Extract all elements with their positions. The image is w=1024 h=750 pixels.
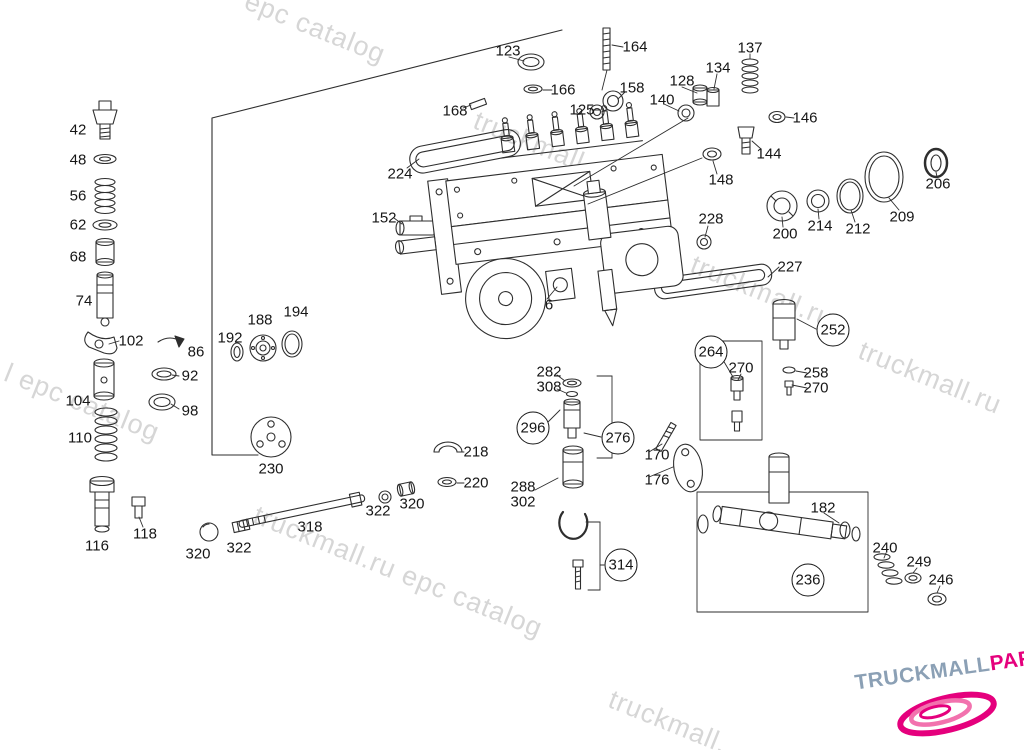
- part-washer-148: [702, 147, 722, 161]
- part-screw-314: [572, 559, 584, 590]
- part-sleeve-68: [95, 237, 115, 267]
- part-washer-48: [93, 153, 117, 165]
- part-ring-125: [589, 104, 605, 120]
- logo-swirl: [897, 691, 997, 737]
- part-bolt-144: [737, 126, 755, 155]
- part-seal-206: [923, 147, 949, 179]
- part-gasket-176: [673, 443, 703, 493]
- part-ring-249: [904, 572, 922, 584]
- part-fitting-128: [692, 84, 708, 106]
- part-arrow-86: [157, 335, 185, 348]
- part-fitting-270b: [784, 380, 794, 396]
- part-cylinder-236: [768, 452, 790, 504]
- part-ring-194: [281, 330, 303, 358]
- part-ring-146: [768, 110, 786, 124]
- part-cylinder-252: [772, 298, 796, 350]
- part-disc-230: [250, 416, 292, 458]
- part-spring-137: [741, 58, 759, 94]
- part-nut-322b: [231, 518, 251, 534]
- part-stud-170: [655, 421, 677, 453]
- part-shaft-152: [395, 215, 435, 236]
- part-fitting-134: [706, 86, 720, 107]
- part-fitting-264b: [731, 410, 743, 432]
- part-spring-56: [94, 177, 116, 215]
- part-stud-164: [602, 27, 611, 71]
- part-bearing-200: [766, 190, 798, 222]
- part-ring-140: [677, 104, 695, 122]
- part-plunger-74: [96, 271, 114, 327]
- bracket-276-group: [596, 375, 613, 459]
- bracket-314-group: [585, 521, 605, 591]
- part-snapring-98: [148, 393, 176, 411]
- part-oring-123: [517, 53, 545, 71]
- part-nut-228: [696, 234, 712, 250]
- part-shell-218: [433, 441, 463, 453]
- part-sleeve-320: [396, 481, 416, 497]
- part-ring-246: [927, 592, 947, 606]
- part-ring-62: [92, 219, 118, 231]
- group-264-frame: [699, 340, 763, 441]
- part-bearing-188: [249, 334, 277, 362]
- frame-outline: [211, 29, 563, 456]
- part-ring-282: [562, 378, 582, 388]
- part-ring-92: [151, 367, 177, 381]
- injection-pump-body: [394, 102, 684, 340]
- leader-lines: [108, 44, 941, 594]
- part-ring-258: [782, 366, 796, 374]
- part-rod-318: [238, 491, 366, 528]
- part-fitting-270a: [730, 374, 744, 401]
- part-valve-116: [89, 475, 115, 533]
- part-ring-308: [565, 390, 579, 398]
- part-bolt-42: [92, 100, 118, 140]
- part-ring-209: [864, 151, 904, 203]
- part-pin-168: [468, 97, 488, 111]
- delivery-fittings: [500, 102, 640, 154]
- part-ring-166: [523, 84, 543, 94]
- part-spring-240: [873, 553, 903, 585]
- part-ring-212: [836, 178, 864, 214]
- part-lever-102: [84, 331, 118, 355]
- part-ring-220: [437, 476, 457, 488]
- part-holder-276: [562, 445, 584, 489]
- part-gasket-224: [409, 129, 521, 174]
- part-shaft-236: [697, 505, 861, 542]
- part-ring-158: [602, 90, 624, 112]
- part-valve-296: [563, 398, 581, 439]
- part-ball-320: [199, 522, 219, 542]
- part-plug-118: [131, 496, 146, 519]
- part-spring-110: [94, 407, 118, 462]
- part-clip-314: [558, 510, 589, 540]
- part-nut-322: [378, 490, 392, 504]
- part-ring-192: [230, 342, 244, 362]
- part-sleeve-104: [93, 358, 115, 401]
